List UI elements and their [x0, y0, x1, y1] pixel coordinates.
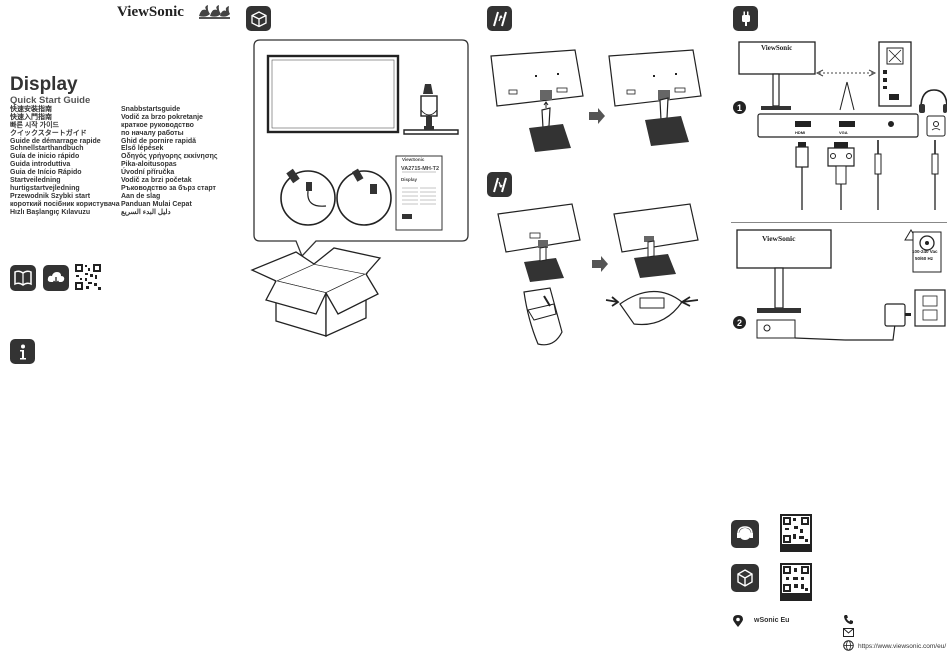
language-title: краткое руководство [121, 121, 194, 129]
support-qr-code [780, 514, 812, 552]
stand-detach-illustration [497, 203, 699, 346]
language-title: Guida introduttiva [10, 161, 71, 169]
card-model: VA2715-MH-T2 [401, 166, 440, 172]
cables-illustration [795, 140, 939, 210]
website-link[interactable]: https://www.viewsonic.com/eu/ [858, 643, 947, 650]
monitor-brand-2: ViewSonic [762, 234, 796, 243]
language-title: Hızlı Başlangıç Kılavuzu [10, 208, 91, 216]
language-title: Schnellstarthandbuch [10, 145, 84, 153]
support-icon [731, 520, 759, 548]
language-title: Startveiledning [10, 177, 61, 185]
language-title: Vodič za brzo pokretanje [121, 113, 203, 121]
hdmi-port-label: HDMI [795, 130, 806, 135]
language-title: クイックスタートガイド [10, 129, 87, 137]
voltage-spec: 100-240 Vac [912, 249, 938, 254]
monitor-brand: ViewSonic [761, 44, 793, 52]
product-icon [731, 564, 759, 592]
birds-logo-icon [199, 5, 230, 19]
step-arrow [589, 108, 605, 124]
monitor-pc-illustration [738, 41, 947, 113]
book-icon [10, 265, 36, 291]
step-arrow [592, 256, 608, 272]
document-subtitle: Quick Start Guide [10, 95, 91, 106]
language-title: hurtigstartvejledning [10, 184, 80, 192]
box-icon [246, 6, 271, 31]
language-title: короткий посібник користувача [10, 200, 120, 208]
language-title: Snabbstartsguide [121, 106, 181, 113]
frequency-spec: 50/60 Hz [915, 256, 934, 261]
plug-icon [733, 6, 758, 31]
language-title: Úvodní příručka [121, 169, 175, 177]
language-title: Przewodnik Szybki start [10, 192, 91, 200]
language-title: Első lépések [121, 145, 164, 153]
language-title: Οδηγός γρήγορης εκκίνησης [121, 153, 218, 161]
language-title: 快速入門指南 [10, 113, 52, 121]
company-name: wSonic Eu [754, 617, 790, 624]
box-contents-illustration [250, 39, 469, 338]
language-list-left: 快速安裝指南 快速入門指南 빠른 시작 가이드 クイックスタートガイド Guid… [10, 106, 120, 216]
language-title: Guia de Início Rápido [10, 169, 82, 177]
stand-remove-icon [487, 172, 512, 197]
qr-code [74, 263, 102, 291]
location-icon [733, 615, 743, 627]
language-title: Guide de démarrage rapide [10, 137, 101, 145]
stand-install-icon [487, 6, 512, 31]
phone-icon [844, 615, 853, 625]
language-title: 快速安裝指南 [10, 106, 52, 113]
product-qr-code [780, 563, 812, 601]
language-title: Vodič za brzi početak [121, 177, 192, 185]
globe-icon [843, 640, 854, 651]
card-text-lines [402, 171, 436, 219]
language-title: Ghid de pornire rapidă [121, 137, 197, 145]
step-2-marker: 2 [733, 316, 746, 329]
language-title: Pika-aloitusopas [121, 161, 177, 169]
language-title: Aan de slag [121, 192, 161, 200]
section-divider [731, 222, 947, 223]
brand-logo: ViewSonic [117, 4, 184, 20]
language-title: 빠른 시작 가이드 [10, 121, 59, 129]
card-heading: Display [401, 177, 418, 182]
vga-port-label: VGA [839, 130, 848, 135]
language-title: دليل البدء السريع [121, 208, 171, 216]
stand-attach-illustration [490, 49, 702, 152]
power-connection-illustration [736, 228, 946, 341]
mail-icon [843, 628, 854, 637]
card-brand: ViewSonic [402, 157, 425, 162]
step-1-marker: 1 [733, 101, 746, 114]
language-title: Ръководство за бърз старт [121, 184, 216, 192]
document-title: Display [10, 74, 78, 95]
port-panel [757, 113, 946, 138]
language-list-right: Snabbstartsguide Vodič za brzo pokretanj… [121, 106, 218, 216]
language-title: по началу работы [121, 129, 184, 137]
language-title: Guía de inicio rápido [10, 153, 80, 161]
language-title: Panduan Mulai Cepat [121, 200, 192, 208]
info-icon [10, 339, 35, 364]
cloud-download-icon [43, 265, 69, 291]
